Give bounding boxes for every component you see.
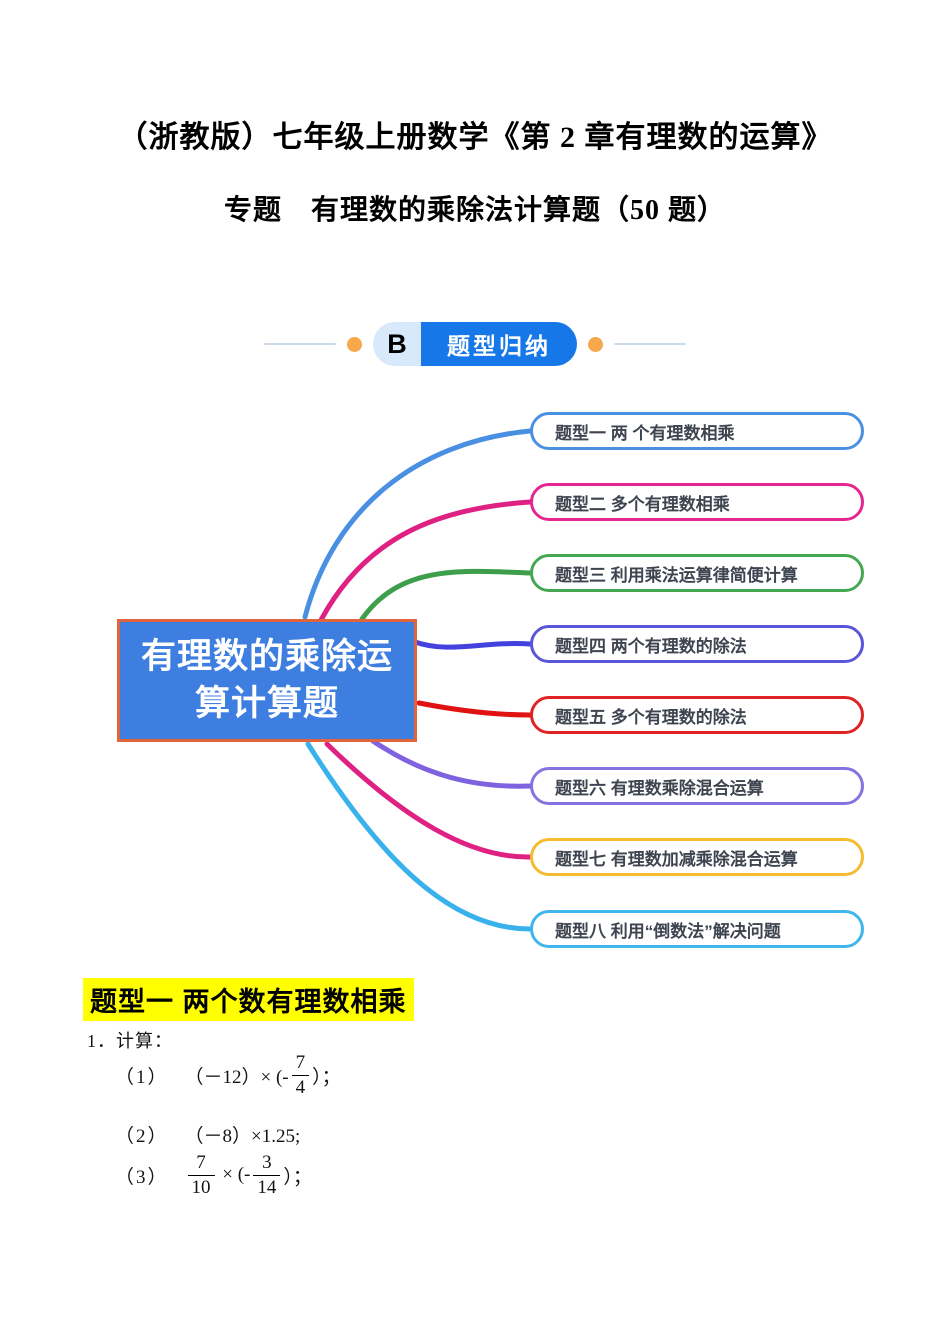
center-node-text-line1: 有理数的乘除运 (140, 637, 393, 677)
branch-curve-3 (359, 568, 533, 622)
branch-curve-4 (412, 639, 533, 650)
divider-dot-right (588, 336, 603, 352)
expression-text: ）； (312, 1066, 341, 1088)
branch-curve-8 (305, 741, 533, 932)
divider-line-right (614, 343, 686, 345)
branch-pill-label: 题型五 多个有理数的除法 (555, 707, 747, 727)
branch-pill-7: 题型七 有理数加减乘除混合运算 (530, 838, 864, 876)
center-node-text-line2: 算计算题 (194, 683, 339, 723)
expression-text: × (- (217, 1164, 251, 1186)
mindmap-center-node: 有理数的乘除运 算计算题 (117, 619, 417, 742)
branch-curve-5 (416, 700, 533, 718)
section-heading-highlighted: 题型一 两个数有理数相乘 (83, 978, 414, 1021)
document-subtitle: 专题 有理数的乘除法计算题（50 题） (223, 195, 726, 226)
section-badge: B 题型归纳 (373, 322, 577, 366)
branch-pill-label: 题型六 有理数乘除混合运算 (555, 778, 764, 798)
branch-pill-label: 题型一 两 个有理数相乘 (555, 423, 735, 443)
branch-curve-6 (370, 738, 533, 789)
branch-pill-label: 题型七 有理数加减乘除混合运算 (555, 849, 798, 869)
problem-intro: 1．计算： (87, 1031, 173, 1051)
expression-text: （－8）×1.25; (184, 1126, 301, 1147)
divider-line-left (264, 343, 336, 345)
badge-letter: B (373, 322, 421, 366)
divider-dot-left (347, 336, 362, 352)
document-title: （浙教版）七年级上册数学《第 2 章有理数的运算》 (117, 121, 833, 154)
problem-number: （3） (115, 1166, 169, 1188)
badge-label: 题型归纳 (421, 322, 577, 366)
problem-row: （2） （－8）×1.25; (115, 1121, 300, 1148)
branch-pill-label: 题型四 两个有理数的除法 (555, 636, 747, 656)
branch-pill-5: 题型五 多个有理数的除法 (530, 696, 864, 734)
branch-pill-3: 题型三 利用乘法运算律简便计算 (530, 554, 864, 592)
mindmap-diagram: 有理数的乘除运 算计算题 题型一 两 个有理数相乘 题型二 多个有理数相乘 题型… (75, 380, 875, 980)
branch-pill-label: 题型三 利用乘法运算律简便计算 (555, 565, 798, 585)
problem-number: （2） (115, 1126, 169, 1147)
branch-pill-8: 题型八 利用“倒数法”解决问题 (530, 910, 864, 948)
branch-curve-1 (302, 428, 533, 620)
expression-text: ）； (283, 1166, 312, 1188)
branch-pill-2: 题型二 多个有理数相乘 (530, 483, 864, 521)
expression-text: （－12）× (- (184, 1066, 289, 1088)
mindmap-branch-curves (302, 428, 533, 932)
problem-expression: （－8）×1.25; (185, 1121, 301, 1148)
section-badge-row: B 题型归纳 (0, 322, 950, 366)
branch-pill-6: 题型六 有理数乘除混合运算 (530, 767, 864, 805)
branch-pill-4: 题型四 两个有理数的除法 (530, 625, 864, 663)
branch-pill-label: 题型八 利用“倒数法”解决问题 (555, 921, 781, 941)
branch-curve-7 (324, 741, 533, 860)
branch-curve-2 (318, 499, 533, 623)
branch-pill-1: 题型一 两 个有理数相乘 (530, 412, 864, 450)
problem-number: （1） (115, 1066, 169, 1088)
branch-pill-label: 题型二 多个有理数相乘 (555, 494, 730, 514)
